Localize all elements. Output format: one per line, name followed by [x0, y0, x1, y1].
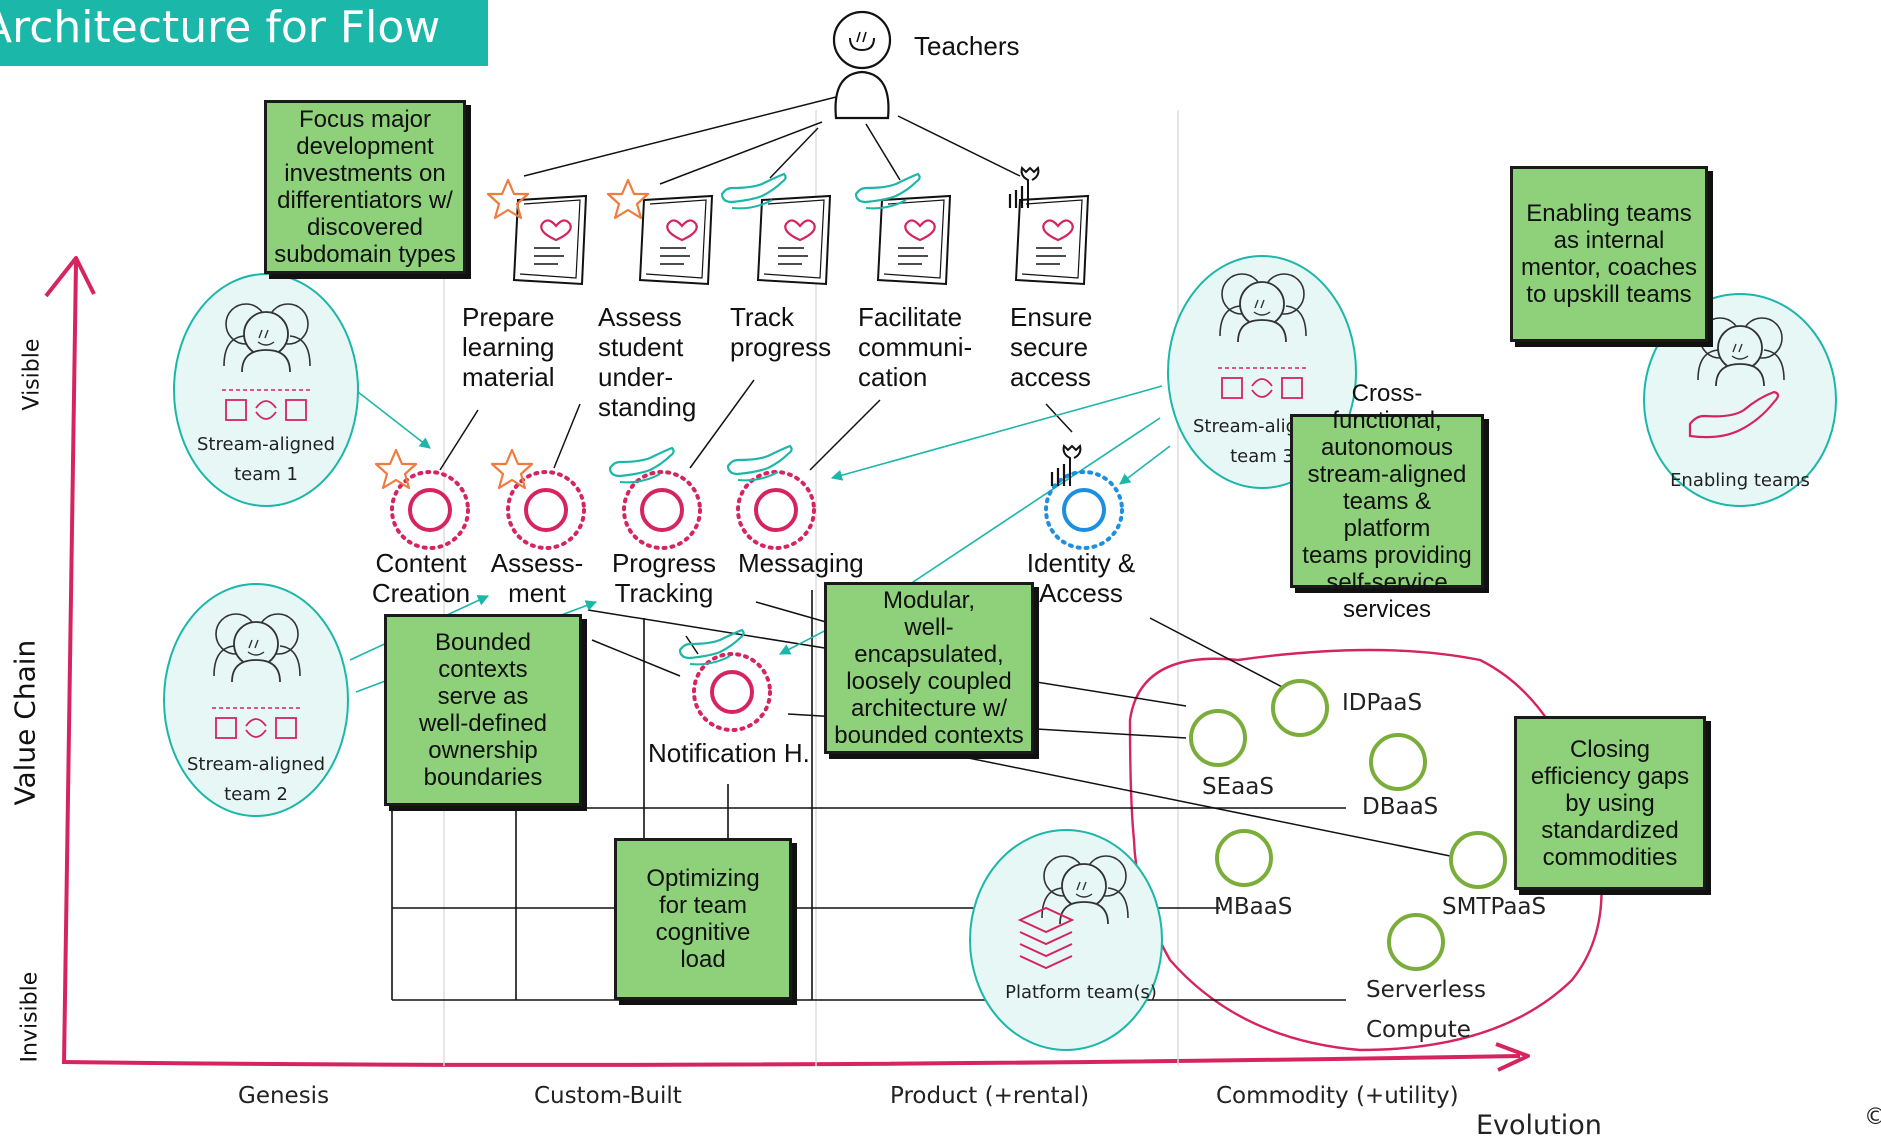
sticky-note: Modular, well- encapsulated, loosely cou… — [824, 582, 1034, 754]
service-label: IDPaaS — [1342, 690, 1423, 716]
team-label: Platform team(s) — [1005, 982, 1157, 1003]
enabling-team — [1643, 293, 1837, 507]
capability-label: Messaging — [738, 548, 864, 578]
need-label: Assess student under- standing — [598, 302, 697, 422]
y-axis-title: Value Chain — [8, 639, 42, 806]
hand-icon — [608, 446, 675, 484]
assessment-node — [506, 470, 586, 550]
x-stage-label: Product (+rental) — [890, 1083, 1090, 1109]
capability-label: Content Creation — [371, 548, 471, 608]
sticky-note: Focus major development investments on d… — [264, 100, 466, 274]
capability-label: Notification H. — [648, 738, 810, 768]
team-label: Stream-aligned team 1 — [197, 434, 335, 485]
platform-boundary — [1128, 648, 1603, 1052]
x-axis — [61, 1054, 1521, 1067]
need-doc-icon — [512, 194, 588, 286]
team-label: Stream-aligned team 2 — [187, 754, 325, 805]
star-icon — [606, 178, 650, 220]
sticky-note: Cross-functional, autonomous stream-alig… — [1290, 380, 1484, 623]
platform-team — [969, 829, 1163, 1051]
need-label: Facilitate communi- cation — [858, 302, 973, 392]
team-label: Enabling teams — [1670, 470, 1810, 491]
dbaas-node — [1369, 733, 1427, 791]
serverless-node — [1387, 913, 1445, 971]
sticky-note: Optimizing for team cognitive load — [614, 838, 792, 1000]
y-axis-bottom-label: Invisible — [17, 971, 43, 1063]
service-label: MBaaS — [1214, 894, 1293, 920]
sticky-note: Enabling teams as internal mentor, coach… — [1510, 166, 1708, 342]
capability-label: Assess- ment — [490, 548, 584, 608]
layers-icon — [1017, 906, 1075, 970]
service-label: SEaaS — [1202, 774, 1274, 800]
need-label: Track progress — [730, 302, 832, 362]
y-axis-top-label: Visible — [19, 338, 45, 411]
helping-hand-icon — [1688, 390, 1780, 439]
team-arrows — [349, 385, 1171, 693]
star-icon — [490, 448, 534, 490]
service-label: SMTPaaS — [1442, 894, 1547, 920]
capability-label: Progress Tracking — [611, 548, 717, 608]
x-stage-label: Genesis — [238, 1083, 330, 1109]
need-label: Prepare learning material — [462, 302, 555, 392]
stream-aligned-team-2 — [163, 583, 349, 817]
x-stage-label: Custom-Built — [534, 1083, 682, 1109]
user-label: Teachers — [914, 31, 1020, 61]
capability-label: Identity & Access — [1026, 548, 1136, 608]
x-stage-label: Commodity (+utility) — [1216, 1083, 1459, 1109]
need-doc-icon — [1014, 194, 1090, 286]
star-icon — [374, 448, 418, 490]
mbaas-node — [1215, 829, 1273, 887]
notification-node — [692, 652, 772, 732]
copyright-mark: © — [1864, 1104, 1881, 1130]
y-axis-arrowhead — [44, 256, 96, 298]
need-doc-icon — [756, 194, 832, 286]
hand-icon — [678, 628, 745, 666]
idpaas-node — [1271, 679, 1329, 737]
smtppaas-node — [1449, 831, 1507, 889]
teacher-icon — [832, 10, 892, 120]
seaas-node — [1189, 709, 1247, 767]
dependency-lines — [439, 95, 1461, 859]
progress-tracking-node — [622, 470, 702, 550]
need-doc-icon — [638, 194, 714, 286]
need-label: Ensure secure access — [1010, 302, 1093, 392]
content-creation-node — [390, 470, 470, 550]
page-title: Architecture for Flow — [0, 0, 488, 66]
sticky-note: Bounded contexts serve as well-defined o… — [384, 614, 582, 806]
x-axis-title: Evolution — [1476, 1110, 1602, 1141]
service-label: DBaaS — [1362, 794, 1439, 820]
need-doc-icon — [876, 194, 952, 286]
messaging-node — [736, 470, 816, 550]
x-axis-arrowhead — [1495, 1042, 1530, 1072]
service-label: Serverless Compute — [1366, 977, 1486, 1043]
stream-aligned-team-1 — [173, 273, 359, 507]
y-axis — [62, 261, 78, 1065]
sticky-note: Closing efficiency gaps by using standar… — [1514, 716, 1706, 890]
identity-access-node — [1044, 470, 1124, 550]
